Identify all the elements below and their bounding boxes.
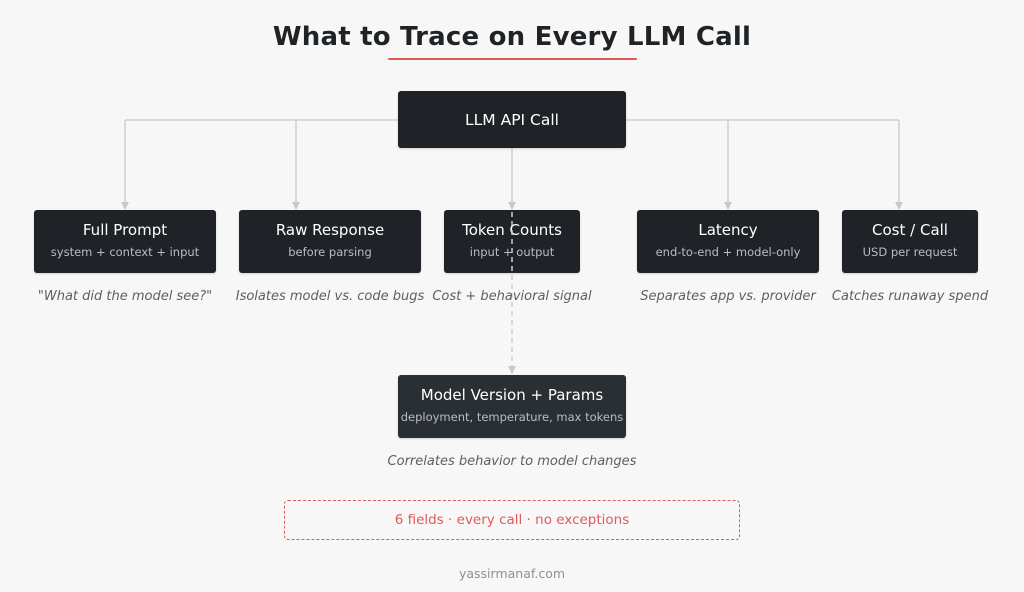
field-box-model-version: Model Version + Params deployment, tempe… [398, 375, 626, 438]
field-note-cost-call: Catches runaway spend [831, 289, 989, 304]
model-box-detail: deployment, temperature, max tokens [400, 410, 624, 424]
field-name: Full Prompt [82, 221, 168, 239]
field-detail: before parsing [288, 245, 372, 259]
field-detail: system + context + input [50, 245, 200, 259]
field-note-full-prompt: "What did the model see?" [37, 289, 213, 304]
field-name: Raw Response [275, 221, 385, 239]
summary-callout: 6 fields · every call · no exceptions [284, 500, 740, 540]
field-note-latency: Separates app vs. provider [640, 289, 816, 304]
field-detail: end-to-end + model-only [655, 245, 801, 259]
field-detail: USD per request [862, 245, 958, 259]
diagram-title: What to Trace on Every LLM Call [272, 22, 752, 52]
field-note-token-counts: Cost + behavioral signal [432, 289, 592, 304]
field-box-latency: Latency end-to-end + model-only [637, 210, 819, 273]
summary-text: 6 fields · every call · no exceptions [394, 512, 630, 528]
field-box-raw-response: Raw Response before parsing [239, 210, 421, 273]
root-node-llm-api-call: LLM API Call [398, 91, 626, 148]
model-box-note: Correlates behavior to model changes [387, 454, 637, 469]
root-node-label: LLM API Call [465, 110, 559, 129]
model-box-name: Model Version + Params [420, 386, 604, 404]
field-name: Cost / Call [872, 221, 948, 239]
field-box-full-prompt: Full Prompt system + context + input [34, 210, 216, 273]
watermark-text: yassirmanaf.com [458, 566, 566, 581]
field-box-cost-call: Cost / Call USD per request [842, 210, 978, 273]
field-name: Latency [698, 221, 758, 239]
field-note-raw-response: Isolates model vs. code bugs [235, 289, 425, 304]
title-underline [388, 58, 637, 60]
